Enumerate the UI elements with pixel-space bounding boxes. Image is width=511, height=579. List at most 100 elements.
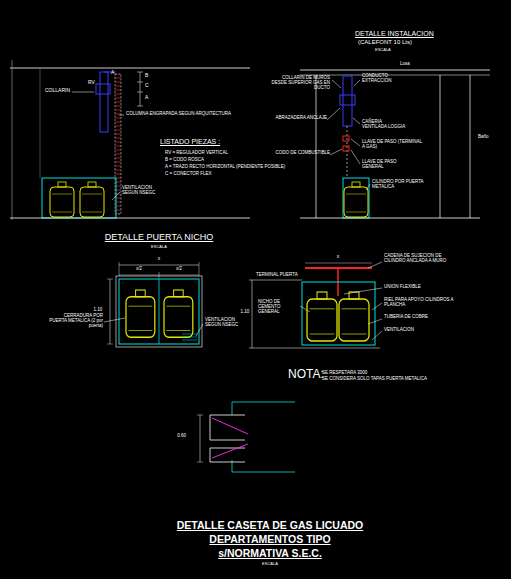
cad-stroke [104, 318, 125, 322]
cad-stroke [372, 303, 382, 310]
cad-stroke [307, 292, 337, 341]
drawing-label: TERMINAL PUERTA [256, 273, 298, 278]
drawing-label: x [337, 254, 340, 260]
drawing-label: CONDUCTO EXTRACCION [362, 74, 407, 84]
cad-stroke [12, 60, 13, 220]
cad-stroke [368, 262, 382, 268]
cad-stroke [249, 348, 380, 349]
cad-stroke [119, 265, 199, 266]
cad-stroke [137, 82, 143, 83]
drawing-label: B = CODO ROSCA [165, 158, 204, 163]
niche-plan [197, 402, 295, 472]
cad-stroke [347, 126, 348, 178]
drawing-label: RV [88, 80, 95, 86]
cad-stroke [197, 462, 203, 463]
drawing-label: CILINDRO POR PUERTA METALICA [372, 180, 427, 190]
cad-stroke [119, 262, 120, 276]
drawing-label: Losa [400, 62, 410, 67]
cad-stroke [40, 68, 41, 178]
cad-stroke [343, 146, 349, 151]
drawing-label: VENTILACION SEGUN NSEGC [122, 186, 167, 196]
cad-stroke [182, 340, 197, 341]
drawing-label: A [145, 95, 148, 101]
cad-stroke [199, 262, 200, 276]
cad-stroke [354, 80, 360, 86]
cad-stroke [140, 72, 141, 106]
cad-stroke [212, 418, 248, 434]
cad-stroke [470, 75, 471, 218]
cad-stroke [197, 415, 203, 416]
drawing-label: LLAVE DE PASO GENERAL [362, 160, 412, 170]
cad-stroke [42, 178, 116, 218]
drawing-label: s/NORMATIVA S.E.C. [218, 548, 322, 560]
cad-stroke [119, 279, 199, 344]
drawing-label: x/2 [136, 267, 142, 272]
drawing-label: 1.10 [94, 308, 103, 313]
cad-stroke [182, 334, 197, 335]
cad-stroke [126, 290, 155, 337]
cad-stroke [116, 276, 202, 347]
drawing-label: 1.10 [241, 310, 250, 315]
cad-stroke [330, 149, 342, 155]
drawing-label: NOTA: [288, 368, 324, 381]
cad-stroke [305, 263, 372, 264]
drawing-label: ESCALA [151, 245, 167, 249]
cad-stroke [300, 218, 480, 219]
drawing-title: DETALLE CASETA DE GAS LICUADO [177, 519, 363, 531]
drawing-label: A [111, 70, 114, 76]
cad-stroke [344, 288, 382, 294]
cad-stroke [249, 280, 302, 281]
drawing-label: SE CONSIDERA SOLO TAPAS PUERTA METALICA [322, 377, 427, 382]
drawing-label: LISTADO PIEZAS : [160, 138, 220, 146]
drawing-label: CODO DE COMBUSTIBLE [270, 151, 330, 156]
cad-stroke [332, 80, 341, 88]
cad-stroke [343, 178, 369, 218]
niche-section [249, 262, 382, 348]
drawing-label: ESCALA [375, 48, 391, 52]
drawing-label: Baño [478, 135, 489, 140]
drawing-label: x/2 [176, 267, 182, 272]
cad-stroke [252, 280, 253, 348]
cad-stroke [300, 70, 490, 71]
cad-stroke [232, 402, 295, 403]
drawing-label: RIEL PARA APOYO CILINDROS A PLANCHA [384, 298, 456, 308]
cad-stroke [119, 115, 124, 116]
cad-stroke [159, 272, 160, 278]
cad-stroke [351, 139, 360, 146]
drawing-label: (CALEFONT 10 Lts) [358, 39, 412, 46]
cad-stroke [137, 72, 143, 73]
cad-stroke [96, 84, 110, 94]
drawing-label: RV = REGULADOR VERTICAL [165, 151, 228, 156]
drawing-label: DETALLE PUERTA NICHO [105, 233, 214, 243]
cad-stroke [110, 279, 111, 344]
drawing-label: VENTILACION SEGUN NSEGC [205, 318, 250, 328]
cad-stroke [366, 184, 370, 190]
drawing-label: COLLARIN [45, 88, 70, 94]
drawing-label: B [145, 73, 148, 79]
cad-stroke [182, 337, 197, 338]
drawing-label: ESCALA [262, 562, 278, 566]
cad-stroke [164, 290, 193, 337]
cad-stroke [100, 72, 108, 132]
drawing-label: DETALLE INSTALACION [355, 30, 434, 38]
drawing-label: CERRADURA POR PUERTA METALICA (2 por pue… [48, 314, 103, 329]
cad-stroke [196, 324, 203, 336]
drawing-label: COLUMNA ENGRAPADA SEGUN ARQUITECTURA [126, 112, 231, 117]
cad-stroke [327, 108, 340, 120]
elevation-left [10, 60, 250, 220]
cad-stroke [344, 182, 368, 217]
drawing-label: VENTILACION [384, 328, 414, 333]
drawing-label: A = TRAZO RECTO HORIZONTAL (PENDIENTE PO… [165, 165, 285, 170]
cad-stroke [107, 279, 113, 280]
drawing-label: C = CONECTOR FLEX [165, 172, 212, 177]
drawing-label: ABRAZADERA ANCLAJE [267, 116, 327, 121]
drawing-label: DEPARTAMENTOS TIPO [209, 534, 330, 546]
cad-stroke [210, 415, 245, 440]
cad-stroke [137, 92, 143, 93]
cad-stroke [343, 136, 349, 141]
cad-stroke [372, 331, 382, 340]
cad-stroke [137, 106, 143, 107]
drawing-label: C [145, 83, 149, 89]
drawing-label: x [158, 256, 161, 262]
cad-stroke [10, 218, 250, 219]
